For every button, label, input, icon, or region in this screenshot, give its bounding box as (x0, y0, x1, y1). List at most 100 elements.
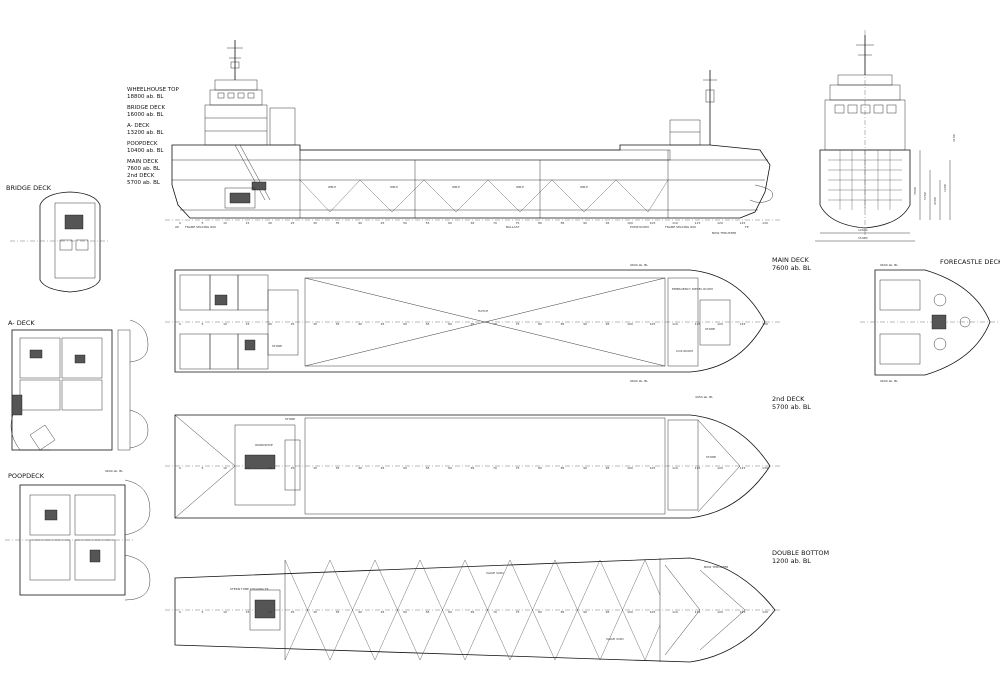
frame-number: 65 (471, 466, 475, 470)
second-deck-title: 2nd DECK (772, 395, 805, 403)
frame-number: 15 (246, 466, 250, 470)
main-deck-callout-bottom: 9600 ab. BL (630, 379, 648, 383)
frame-number: 10 (223, 466, 227, 470)
room-label: STORE (285, 417, 295, 421)
forecastle-deck-plan: FORECASTLE DECK 9600 ab. BL 9600 ab. BL (860, 258, 1000, 383)
frame-number: 80 (538, 466, 542, 470)
second-deck-plan: STORE WORKSHOP STORE 4450 ab. BL 2nd DEC… (165, 395, 811, 519)
frame-number: 25 (291, 322, 295, 326)
frame-number: 30 (313, 322, 317, 326)
level-name: POOPDECK (127, 141, 158, 147)
side-dimension: 7600 (913, 187, 917, 195)
frame-number: 85 (561, 221, 565, 225)
side-dimension: 5700 (923, 192, 927, 200)
frame-number: 10 (223, 610, 227, 614)
a-deck-title: A- DECK (8, 319, 35, 327)
frame-number: 115 (695, 610, 701, 614)
frame-number: 35 (336, 221, 340, 225)
frame-number: 100 (627, 322, 633, 326)
frame-number: 130 (762, 221, 768, 225)
frame-number: 75 (516, 221, 520, 225)
room-label: STORE (706, 455, 716, 459)
double-bottom-title: DOUBLE BOTTOM (772, 549, 829, 557)
main-deck-level: 7600 ab. BL (772, 264, 811, 272)
frame-number: 50 (403, 466, 407, 470)
level-labels: WHEELHOUSE TOP 18800 ab. BL BRIDGE DECK … (127, 87, 179, 186)
frame-number: 90 (583, 610, 587, 614)
front-view: 12600 15400 7600 5700 4500 1200 3100 (815, 30, 956, 242)
frame-number: 75 (516, 322, 520, 326)
frame-number: 70 (493, 221, 497, 225)
frame-number: 35 (336, 322, 340, 326)
fore-perpendicular-mark: FP (745, 225, 749, 229)
frame-number: 45 (381, 322, 385, 326)
room-label: STORE (272, 344, 282, 348)
frame-number: 30 (313, 610, 317, 614)
frame-number: 110 (672, 610, 678, 614)
bridge-deck-title: BRIDGE DECK (6, 184, 52, 192)
pump-room-label: PUMP ROOM (630, 225, 649, 229)
frame-number: 65 (471, 221, 475, 225)
tank-note: STERN TUBE COOLING TK (230, 587, 270, 591)
room-label: WORKSHOP (255, 443, 273, 447)
frame-number: 95 (606, 322, 610, 326)
frame-number: 0 (179, 610, 181, 614)
frame-number: 25 (291, 221, 295, 225)
frame-number: 5 (202, 322, 204, 326)
frame-number: 60 (448, 221, 452, 225)
frame-number: 120 (717, 466, 723, 470)
room-label: CO2-ROOM (676, 349, 693, 353)
frame-number: 55 (426, 221, 430, 225)
frame-number: 90 (583, 466, 587, 470)
frame-number: 115 (695, 466, 701, 470)
frame-number: 0 (179, 221, 181, 225)
frame-number: 100 (627, 466, 633, 470)
frame-number: 115 (695, 322, 701, 326)
frame-number: 30 (313, 466, 317, 470)
frame-number: 65 (471, 610, 475, 614)
bow-thruster-label: BOW THRUSTER (712, 231, 736, 235)
frame-number: 20 (268, 610, 272, 614)
frame-spacing-fwd: FRAME SPACING 600 (665, 225, 696, 229)
frame-number: 15 (246, 221, 250, 225)
frame-number: 100 (627, 610, 633, 614)
main-deck-callout-top: 9600 ab. BL (630, 263, 648, 267)
level-value: 18800 ab. BL (127, 94, 164, 100)
frame-number: 95 (606, 221, 610, 225)
frame-number: 105 (650, 221, 656, 225)
frame-number: 10 (223, 322, 227, 326)
main-deck-plan: HATCH STORE EMERGENCY DIESEL ROOM CO2-RO… (165, 256, 811, 383)
frame-number: 115 (695, 221, 701, 225)
profile-tank-label: WB-P (390, 185, 398, 189)
frame-number: 40 (358, 466, 362, 470)
frame-number: 20 (268, 221, 272, 225)
frame-number: 80 (538, 610, 542, 614)
frame-number: 125 (740, 221, 746, 225)
frame-number: 45 (381, 610, 385, 614)
forecastle-callout-bottom: 9600 ab. BL (880, 379, 898, 383)
frame-number: 65 (471, 322, 475, 326)
frame-number: 95 (606, 466, 610, 470)
frame-spacing-aft: FRAME SPACING 600 (185, 225, 216, 229)
double-bottom-plan: STERN TUBE COOLING TK VALVE VOID VALVE V… (165, 549, 829, 663)
ballast-label: BALLAST (506, 225, 519, 229)
level-value: 10400 ab. BL (127, 148, 164, 154)
frame-number: 60 (448, 610, 452, 614)
frame-number: 20 (268, 466, 272, 470)
frame-number: 130 (762, 466, 768, 470)
frame-number: 85 (561, 466, 565, 470)
frame-number: 125 (740, 322, 746, 326)
frame-number: 110 (672, 221, 678, 225)
level-value: 5700 ab. BL (127, 180, 161, 186)
frame-number: 20 (268, 322, 272, 326)
frame-number: 120 (717, 322, 723, 326)
room-label: STORE (705, 327, 715, 331)
aft-perpendicular-mark: AP (175, 225, 179, 229)
level-name: A- DECK (127, 123, 150, 129)
frame-number: 110 (672, 322, 678, 326)
frame-number: 0 (179, 466, 181, 470)
frame-number: 125 (740, 466, 746, 470)
